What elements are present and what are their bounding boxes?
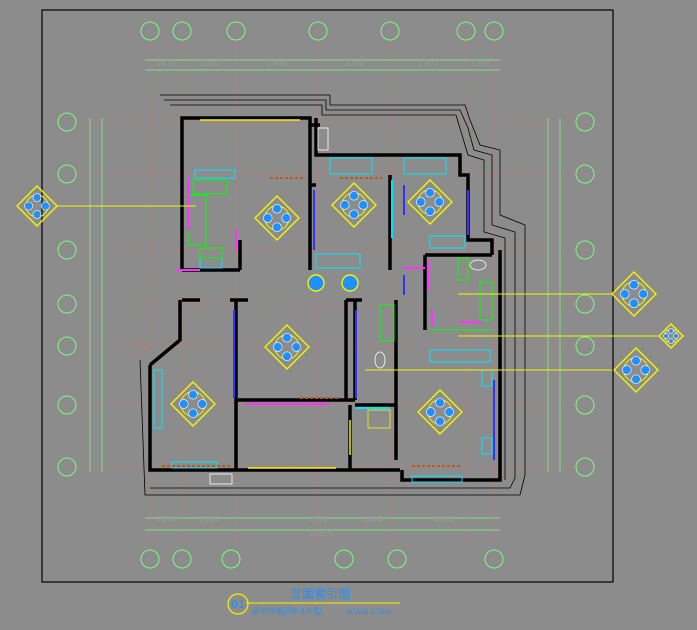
bottom-dimension-5: 4000 bbox=[433, 515, 453, 524]
index-leader-lines bbox=[56, 205, 660, 371]
axis-bubble bbox=[456, 21, 476, 41]
bottom-dimension-1: 1270 bbox=[156, 515, 176, 524]
bottom-dimension-total: 14600 bbox=[309, 529, 334, 538]
axis-bubble bbox=[57, 457, 77, 477]
axis-bubble bbox=[57, 164, 77, 184]
top-dimension-4: 3200 bbox=[344, 59, 364, 68]
axis-bubble bbox=[334, 549, 354, 569]
top-dimension-1: 1420 bbox=[156, 59, 176, 68]
elevation-index-symbol bbox=[331, 182, 377, 228]
axis-bubble bbox=[308, 21, 328, 41]
elevation-index-symbol bbox=[254, 195, 300, 241]
axis-bubble bbox=[575, 395, 595, 415]
bottom-dimension-4: 1800 bbox=[362, 515, 382, 524]
elevation-index-symbol bbox=[170, 381, 216, 427]
axis-bubbles bbox=[57, 21, 595, 569]
axis-bubble bbox=[57, 336, 77, 356]
brown-window-marks bbox=[162, 177, 460, 467]
drawing-subtitle: 屏地样板间B-1户型 bbox=[252, 606, 321, 616]
top-dimension-2: 3200 bbox=[199, 59, 219, 68]
elevation-index-symbol bbox=[611, 271, 657, 317]
bottom-dimension-2: 2200 bbox=[199, 515, 219, 524]
axis-bubble bbox=[387, 549, 407, 569]
elevation-index-marker bbox=[307, 274, 325, 292]
outer-outline bbox=[139, 94, 526, 496]
cyan-fixtures bbox=[153, 157, 493, 483]
title-number-circle bbox=[227, 593, 249, 615]
axis-bubble bbox=[57, 294, 77, 314]
axis-bubble bbox=[575, 457, 595, 477]
axis-bubble bbox=[172, 21, 192, 41]
elevation-index-marker bbox=[341, 274, 359, 292]
misc-details bbox=[209, 127, 487, 485]
elevation-index-symbol bbox=[16, 185, 58, 227]
axis-bubble bbox=[57, 395, 77, 415]
axis-bubble bbox=[575, 164, 595, 184]
bottom-dimension-texts: 1270 2200 3520 1800 4000 14600 bbox=[156, 515, 453, 538]
axis-bubble bbox=[575, 112, 595, 132]
axis-bubble bbox=[57, 240, 77, 260]
drawing-title: 立面索引图 bbox=[290, 586, 350, 601]
axis-bubble bbox=[575, 240, 595, 260]
elevation-index-symbol bbox=[658, 323, 684, 349]
title-number: 01 bbox=[231, 598, 245, 611]
axis-bubble bbox=[575, 294, 595, 314]
elevation-index-symbol bbox=[407, 179, 453, 225]
top-dimension-3: 2400 bbox=[267, 59, 287, 68]
axis-bubble bbox=[226, 21, 246, 41]
axis-bubble bbox=[221, 549, 241, 569]
axis-bubble bbox=[575, 336, 595, 356]
elevation-index-symbols bbox=[16, 179, 684, 435]
drawing-scale: SCALE 1:100 bbox=[346, 608, 391, 616]
axis-bubble bbox=[140, 549, 160, 569]
bottom-dimension-3: 3520 bbox=[308, 515, 328, 524]
axis-bubble bbox=[57, 112, 77, 132]
top-dimension-texts: 1420 3200 2400 3200 2300 1210 bbox=[156, 59, 490, 68]
magenta-fixtures bbox=[176, 178, 482, 405]
green-fixtures bbox=[187, 179, 493, 342]
drawing-frame bbox=[41, 9, 614, 583]
top-dimension-5: 2300 bbox=[418, 59, 438, 68]
axis-bubble bbox=[484, 21, 504, 41]
axis-bubble bbox=[140, 21, 160, 41]
axis-bubble bbox=[484, 549, 504, 569]
top-dimension-6: 1210 bbox=[470, 59, 490, 68]
elevation-index-symbol bbox=[264, 324, 310, 370]
elevation-index-symbol bbox=[417, 389, 463, 435]
axis-bubble bbox=[380, 21, 400, 41]
elevation-index-symbol bbox=[613, 347, 659, 393]
title-block: 01 立面索引图 屏地样板间B-1户型 SCALE 1:100 bbox=[227, 586, 400, 616]
section-mark bbox=[137, 339, 147, 357]
axis-bubble bbox=[172, 549, 192, 569]
blue-doors bbox=[233, 185, 495, 460]
dimension-lines bbox=[89, 59, 561, 531]
yellow-elements bbox=[200, 119, 391, 469]
